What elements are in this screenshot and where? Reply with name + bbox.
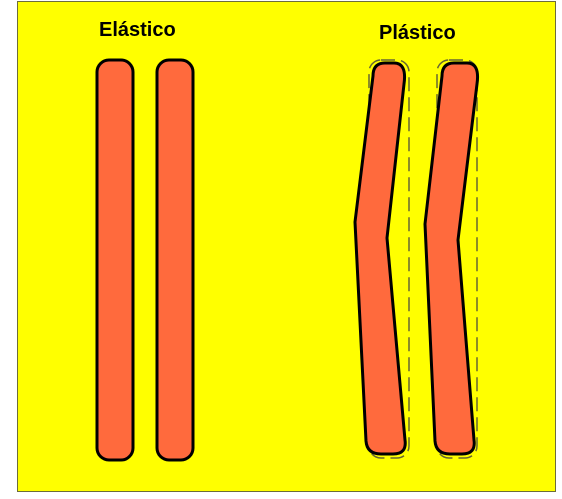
plastic-group: [355, 63, 478, 454]
plastic-bar-right: [425, 63, 478, 454]
elastic-bar-left: [97, 60, 133, 460]
elastic-group: [97, 60, 193, 460]
plastic-label: Plástico: [379, 23, 456, 43]
elastic-label: Elástico: [99, 20, 176, 40]
plastic-bar-left: [355, 63, 405, 454]
elastic-bar-right: [157, 60, 193, 460]
